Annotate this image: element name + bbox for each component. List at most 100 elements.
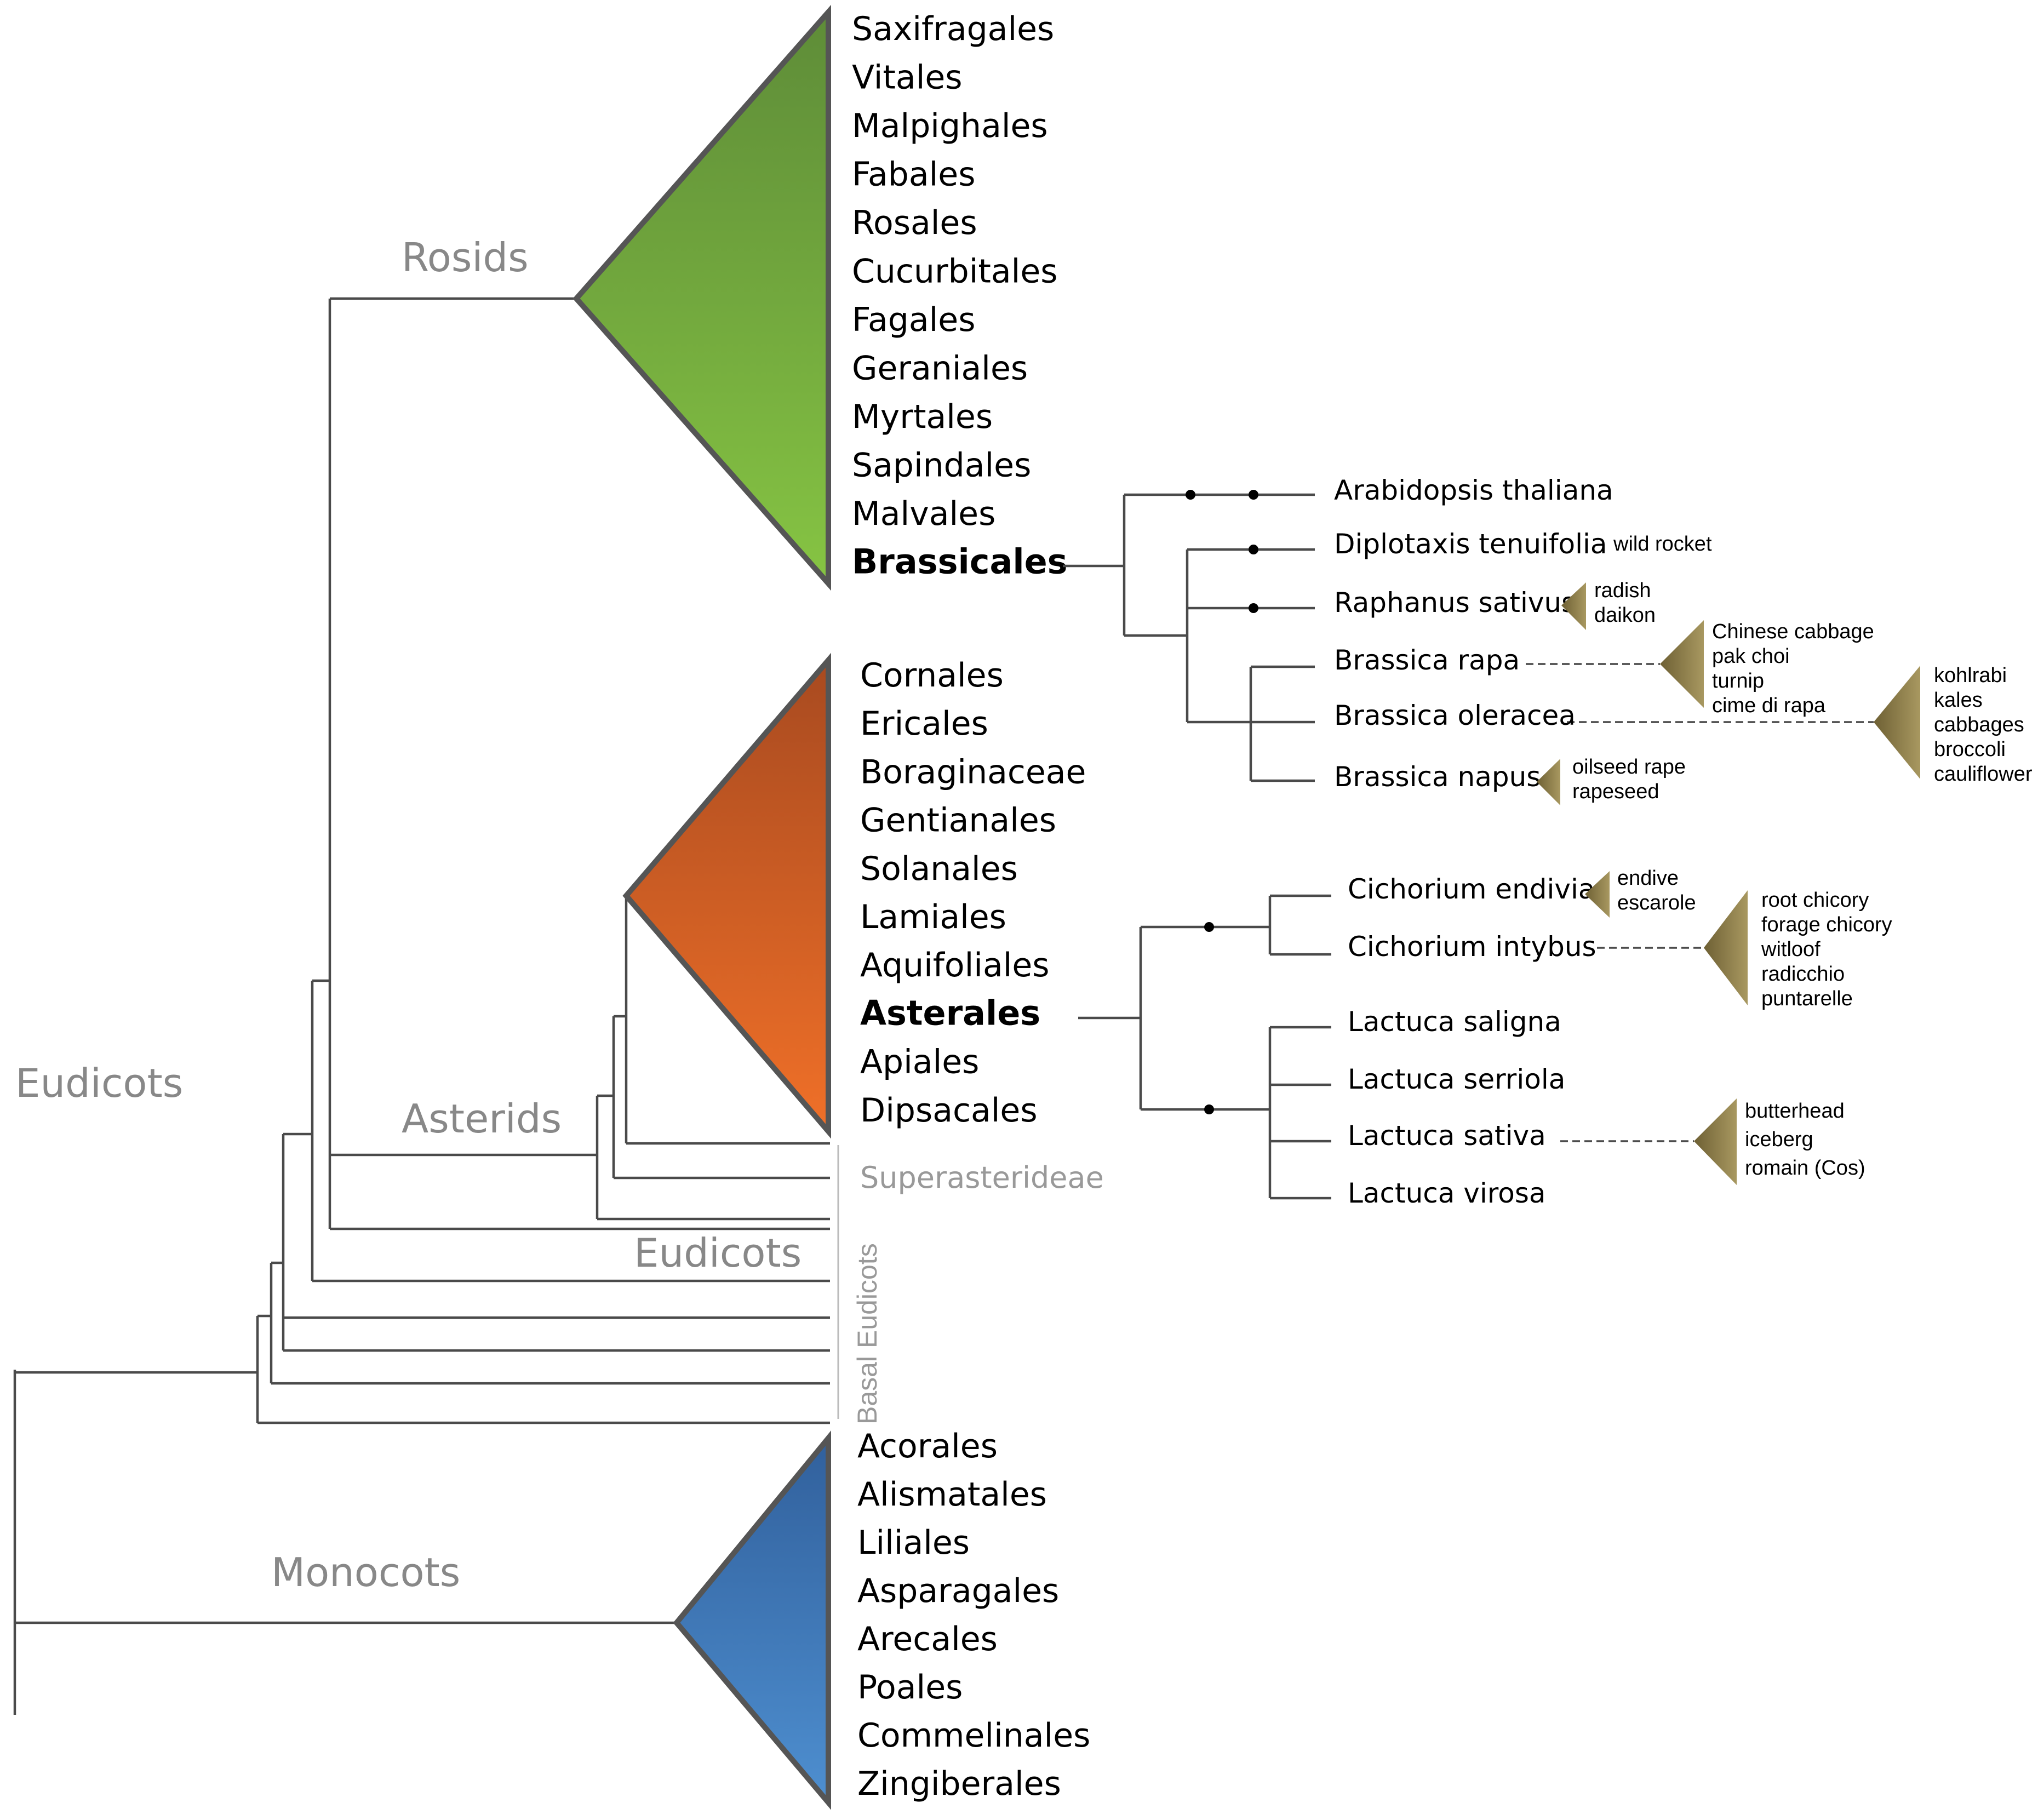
crop-name: butterhead [1745, 1100, 1845, 1123]
crop-name: puntarelle [1761, 987, 1853, 1010]
crop-name: rapeseed [1572, 780, 1659, 803]
diplotaxis-common-name: wild rocket [1613, 533, 1712, 556]
order-name: Lamiales [860, 898, 1006, 936]
rapa-crop-triangle [1660, 620, 1704, 708]
order-name: Arecales [857, 1620, 998, 1658]
rosid-order-list: SaxifragalesVitalesMalpighalesFabalesRos… [852, 10, 1068, 582]
order-name: Ericales [860, 705, 988, 743]
endivia-crop-triangle [1585, 871, 1610, 918]
species-name: Cichorium endivia [1348, 873, 1595, 905]
napus-crop-triangle [1537, 759, 1560, 805]
order-name: Brassicales [852, 542, 1068, 582]
order-name: Rosales [852, 204, 977, 242]
crop-name: pak choi [1712, 645, 1790, 668]
crop-name: witloof [1761, 938, 1821, 961]
order-name: Commelinales [857, 1716, 1090, 1755]
species-name: Brassica napus [1334, 761, 1541, 793]
asterid-order-list: CornalesEricalesBoraginaceaeGentianalesS… [860, 656, 1086, 1130]
crop-name: radicchio [1761, 963, 1845, 986]
superasterideae-label: Superasterideae [860, 1160, 1104, 1195]
brassicales-subtree [1063, 490, 1874, 782]
crop-name: cabbages [1934, 713, 2024, 736]
order-name: Boraginaceae [860, 753, 1086, 791]
node-dot [1204, 1104, 1214, 1114]
order-name: Cucurbitales [852, 253, 1058, 291]
node-dot [1249, 545, 1258, 554]
species-name: Lactuca sativa [1348, 1120, 1546, 1152]
species-name: Raphanus sativus [1334, 587, 1576, 619]
order-name: Apiales [860, 1043, 979, 1081]
oleracea-crop-triangle [1874, 666, 1920, 779]
crop-name: radish [1594, 579, 1651, 602]
crop-name: cime di rapa [1712, 694, 1826, 717]
order-name: Aquifoliales [860, 946, 1050, 985]
order-name: Cornales [860, 656, 1004, 695]
raphanus-crop-triangle [1561, 582, 1586, 630]
order-name: Liliales [857, 1524, 970, 1562]
intybus-crop-triangle [1704, 890, 1748, 1005]
crop-name: root chicory [1761, 889, 1869, 912]
monocots-clade-triangle [673, 1430, 831, 1810]
crop-name: daikon [1594, 604, 1656, 627]
crop-name: turnip [1712, 669, 1764, 692]
asterales-subtree [1078, 894, 1704, 1200]
backbone-branches [13, 297, 830, 1715]
species-name: Arabidopsis thaliana [1334, 474, 1613, 506]
order-name: Asterales [860, 993, 1040, 1033]
crop-name: romain (Cos) [1745, 1157, 1865, 1180]
crop-name: endive [1617, 867, 1679, 890]
order-name: Sapindales [852, 447, 1031, 485]
crop-name: broccoli [1934, 738, 2006, 761]
species-name: Lactuca saligna [1348, 1006, 1561, 1038]
species-name: Diplotaxis tenuifolia [1334, 528, 1607, 560]
crop-name: kohlrabi [1934, 664, 2007, 687]
asterids-clade-triangle [622, 653, 831, 1139]
eudicots-left-label: Eudicots [15, 1060, 183, 1106]
node-dot [1204, 922, 1214, 932]
order-name: Poales [857, 1668, 963, 1707]
basal-eudicots-label: Basal Eudicots [852, 1243, 883, 1424]
order-name: Saxifragales [852, 10, 1054, 48]
species-name: Brassica oleracea [1334, 700, 1576, 731]
crop-name: cauliflower [1934, 763, 2033, 786]
monocots-label: Monocots [271, 1549, 460, 1595]
crop-name: oilseed rape [1572, 756, 1686, 779]
crop-name: Chinese cabbage [1712, 620, 1874, 643]
order-name: Vitales [852, 59, 963, 97]
order-name: Asparagales [857, 1572, 1059, 1610]
node-dot [1249, 490, 1258, 500]
order-name: Solanales [860, 850, 1018, 888]
order-name: Myrtales [852, 398, 993, 436]
species-name: Cichorium intybus [1348, 931, 1596, 963]
asterids-label: Asterids [402, 1096, 562, 1142]
order-name: Fabales [852, 156, 975, 194]
sativa-crop-list: butterhead iceberg romain (Cos) [1745, 1100, 1865, 1180]
order-name: Acorales [857, 1427, 998, 1466]
rosids-clade-triangle [573, 4, 831, 591]
order-name: Alismatales [857, 1475, 1047, 1514]
sativa-crop-triangle [1694, 1098, 1737, 1185]
species-name: Lactuca virosa [1348, 1177, 1546, 1209]
crop-name: iceberg [1745, 1128, 1813, 1151]
node-dot [1249, 603, 1258, 613]
order-name: Malpighales [852, 107, 1048, 145]
order-name: Malvales [852, 495, 995, 533]
species-name: Brassica rapa [1334, 644, 1520, 676]
crop-name: kales [1934, 689, 1983, 712]
node-dot [1186, 490, 1195, 500]
species-name: Lactuca serriola [1348, 1063, 1565, 1095]
eudicots-mid-label: Eudicots [634, 1230, 802, 1276]
crop-name: escarole [1617, 891, 1696, 914]
rosids-label: Rosids [402, 234, 529, 281]
order-name: Fagales [852, 301, 975, 339]
order-name: Dipsacales [860, 1091, 1038, 1130]
order-name: Zingiberales [857, 1765, 1061, 1803]
